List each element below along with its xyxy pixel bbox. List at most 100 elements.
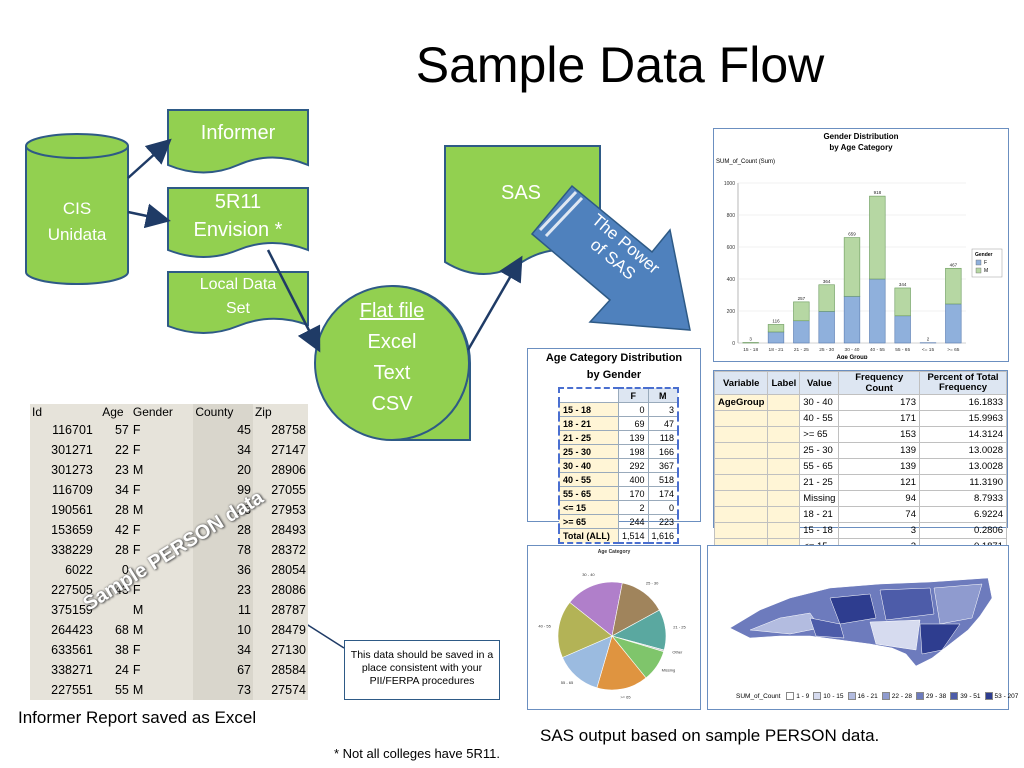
pie-slice — [557, 602, 613, 658]
bar-chart-y-tick: 200 — [727, 309, 736, 315]
sheet-cell: 73 — [193, 680, 253, 700]
bar-chart-y-tick: 800 — [727, 213, 736, 219]
sheet-cell: 57 — [114, 423, 129, 437]
frequency-table-panel: Variable Label Value Frequency Count Per… — [713, 370, 1008, 555]
sheet-cell: F — [132, 583, 141, 597]
sheet-cell: 11 — [193, 600, 253, 620]
frequency-cell — [767, 522, 801, 539]
sheet-cell: 27147 — [271, 443, 306, 457]
pie-slice-label: 55 - 65 — [561, 680, 574, 685]
header-id: Id — [32, 405, 43, 419]
frequency-cell: 15.9963 — [919, 410, 1007, 427]
caption-sas: SAS output based on sample PERSON data. — [540, 726, 880, 745]
bar-total-label: 344 — [899, 282, 907, 287]
frequency-cell — [713, 426, 769, 443]
sheet-cell: M — [132, 603, 144, 617]
sheet-cell: 28479 — [271, 623, 306, 637]
sheet-cell: 24 — [114, 663, 129, 677]
bar-category-label: 15 - 18 — [743, 347, 758, 353]
bar-chart-title: Gender Distribution — [823, 132, 899, 141]
frequency-cell: 30 - 40 — [799, 394, 840, 411]
sheet-cell: 633561 — [51, 643, 93, 657]
age-table-cell: 1,514 — [618, 528, 649, 544]
age-table-cell: 1,616 — [647, 528, 679, 544]
r11-label: 5R11 Envision * — [193, 191, 283, 241]
age-table-cell: 139 — [618, 430, 649, 445]
frequency-cell: 25 - 30 — [799, 442, 840, 459]
sheet-cell: M — [132, 683, 144, 697]
sheet-cell: F — [132, 643, 141, 657]
bar-chart-ylabel: SUM_of_Count (Sum) — [716, 159, 776, 165]
sheet-cell: 42 — [114, 523, 129, 537]
bar-category-label: >= 65 — [947, 347, 960, 353]
sas-label: SAS — [500, 182, 542, 204]
bar-f — [894, 315, 911, 344]
sheet-cell: 55 — [114, 683, 129, 697]
age-table-cell: 244 — [618, 514, 649, 529]
bar-f — [793, 320, 810, 344]
sheet-cell: 28906 — [271, 463, 306, 477]
sheet-cell: 23 — [193, 580, 253, 600]
frequency-cell: 94 — [838, 490, 920, 507]
frequency-cell: 121 — [838, 474, 920, 491]
bar-m — [818, 284, 835, 312]
bar-category-label: 18 - 21 — [769, 347, 784, 353]
bar-total-label: 116 — [772, 318, 780, 323]
sheet-cell: 375159 — [51, 603, 93, 617]
caption-informer: Informer Report saved as Excel — [18, 708, 257, 727]
bar-chart-y-tick: 1000 — [724, 181, 735, 187]
bar-category-label: 30 - 40 — [845, 347, 860, 353]
frequency-cell: 11.3190 — [919, 474, 1007, 491]
bar-legend-label: F — [984, 260, 987, 266]
frequency-cell — [767, 394, 801, 411]
freq-col-percent: Percent of Total Frequency — [919, 371, 1007, 395]
pii-callout: This data should be saved in a place con… — [344, 640, 500, 700]
frequency-cell: 21 - 25 — [799, 474, 840, 491]
local-data-label: Local Data Set — [199, 276, 277, 317]
frequency-cell — [713, 490, 769, 507]
frequency-cell: 173 — [838, 394, 920, 411]
age-table-cell: 18 - 21 — [558, 416, 619, 431]
age-distribution-panel: Age Category Distribution by Gender F M … — [527, 348, 701, 544]
age-table-cell: 166 — [647, 444, 679, 459]
map-legend-bin: 29 - 38 — [926, 692, 947, 700]
age-table-cell: 0 — [647, 500, 679, 515]
map-legend-swatch — [916, 692, 925, 700]
sheet-cell: 264423 — [51, 623, 93, 637]
sheet-cell: 23 — [114, 463, 129, 477]
map-legend-bin: 10 - 15 — [823, 692, 844, 700]
county-map — [729, 577, 993, 667]
map-legend-swatch — [813, 692, 822, 700]
sheet-cell: 22 — [114, 443, 129, 457]
frequency-cell: 6.9224 — [919, 506, 1007, 523]
map-legend-bin: 53 - 207 — [994, 692, 1019, 700]
frequency-table: Variable Label Value Frequency Count Per… — [713, 371, 1007, 555]
bar-category-label: 25 - 30 — [819, 347, 834, 353]
frequency-cell — [767, 410, 801, 427]
frequency-cell — [713, 458, 769, 475]
sheet-cell: 116709 — [52, 483, 93, 497]
sheet-cell: 45 — [193, 420, 253, 440]
frequency-cell: 139 — [838, 442, 920, 459]
